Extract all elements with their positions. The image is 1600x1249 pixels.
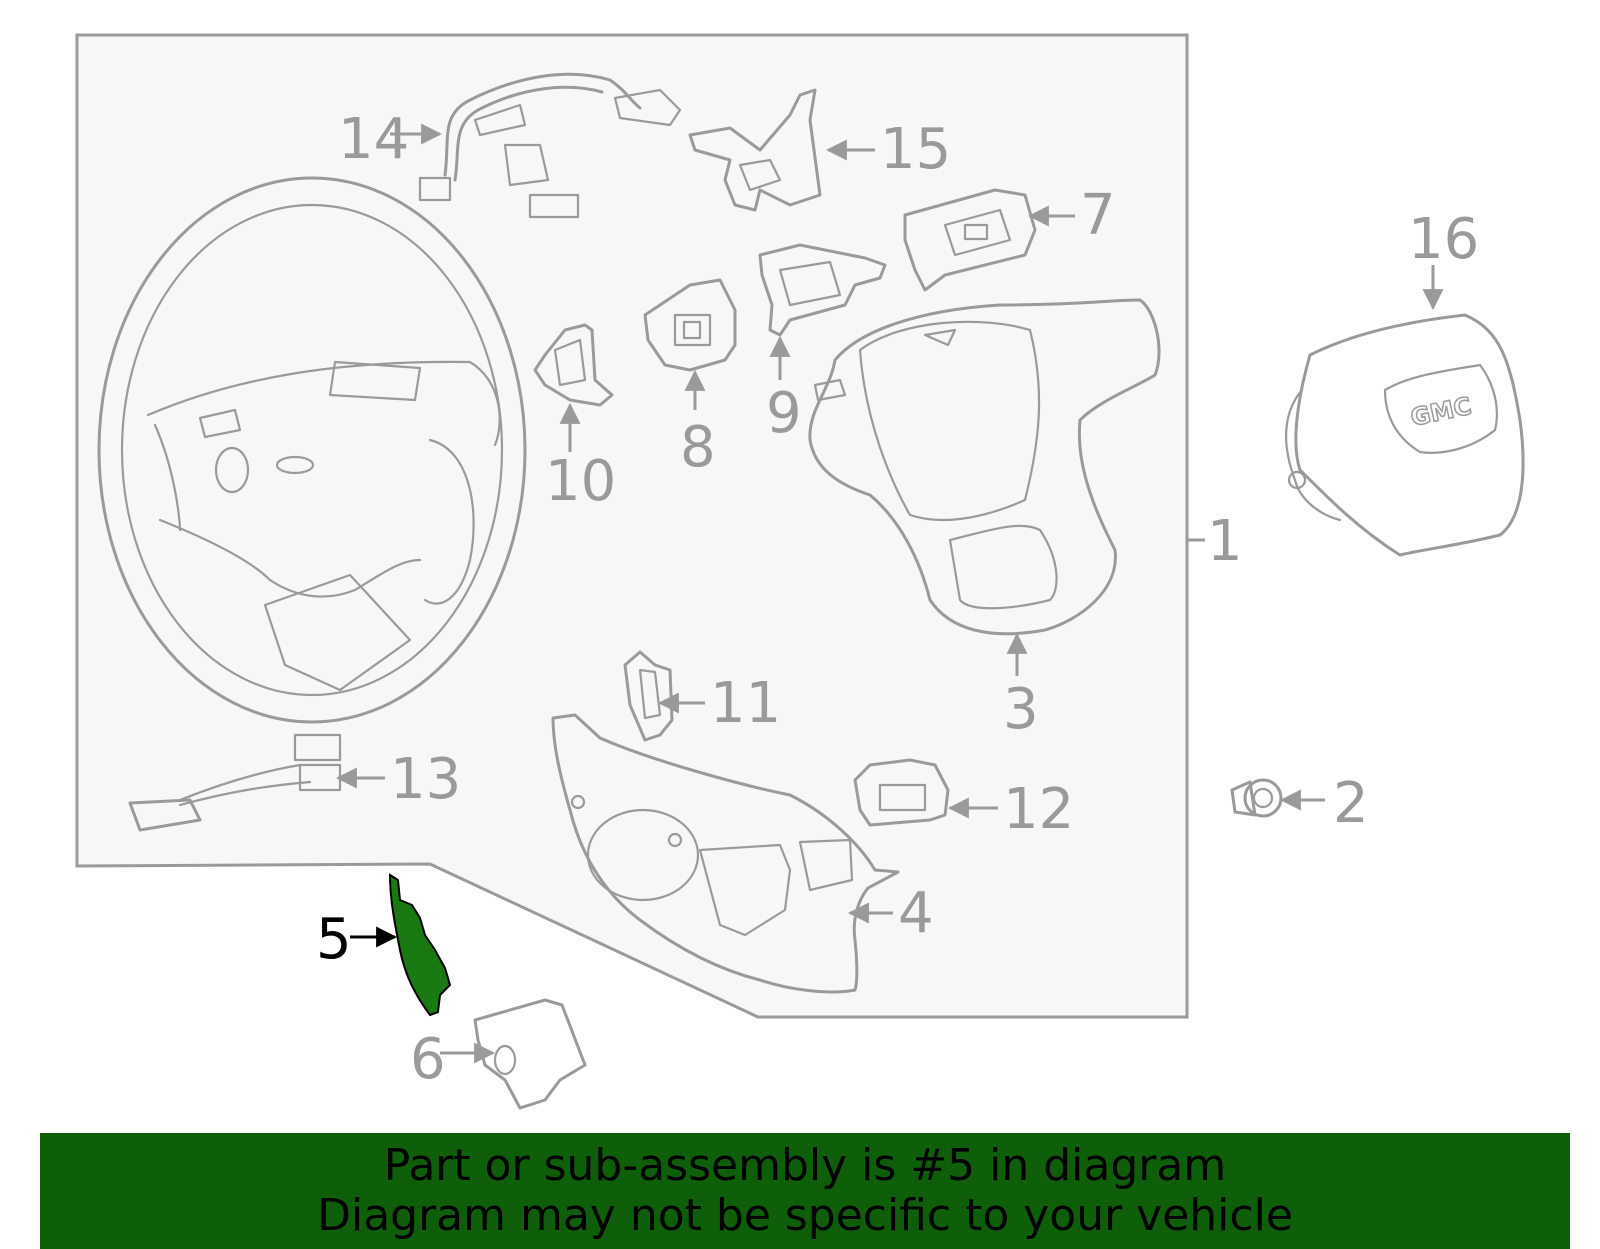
callout-10: 10 <box>545 449 616 514</box>
highlighted-part-5[interactable] <box>388 873 452 1017</box>
callout-13: 13 <box>390 747 461 812</box>
wheel-cover-part-3[interactable] <box>808 298 1161 636</box>
bracket-part-10[interactable] <box>533 323 614 407</box>
callout-3: 3 <box>1003 677 1039 742</box>
callout-7: 7 <box>1080 183 1116 248</box>
switch-part-7[interactable] <box>903 188 1037 292</box>
harness-part-13[interactable] <box>128 733 342 832</box>
bracket-part-9[interactable] <box>758 243 887 337</box>
callout-6: 6 <box>410 1027 446 1092</box>
gmc-logo: GMC <box>1408 392 1474 432</box>
switch-part-11[interactable] <box>623 650 674 742</box>
callout-14: 14 <box>338 107 409 172</box>
callout-1: 1 <box>1207 509 1243 574</box>
callout-12: 12 <box>1003 777 1074 842</box>
airbag-part-16[interactable]: GMC <box>1284 313 1525 557</box>
steering-wheel-part[interactable] <box>97 176 527 724</box>
info-banner: Part or sub-assembly is #5 in diagram Di… <box>40 1133 1570 1249</box>
lower-trim-part-4[interactable] <box>551 713 900 994</box>
wiring-harness-part[interactable] <box>418 72 682 219</box>
callout-11: 11 <box>710 671 781 736</box>
callout-15: 15 <box>880 117 951 182</box>
callout-5: 5 <box>316 907 352 972</box>
banner-line-1: Part or sub-assembly is #5 in diagram <box>383 1140 1227 1191</box>
callout-2: 2 <box>1333 771 1369 836</box>
bracket-part-15[interactable] <box>688 88 822 212</box>
callout-16: 16 <box>1408 207 1479 272</box>
banner-line-2: Diagram may not be specific to your vehi… <box>317 1190 1293 1241</box>
bolt-part-2[interactable] <box>1230 778 1283 818</box>
callout-9: 9 <box>766 381 802 446</box>
switch-part-8[interactable] <box>643 278 737 372</box>
switch-part-12[interactable] <box>853 758 950 827</box>
callout-8: 8 <box>680 415 716 480</box>
callout-4: 4 <box>898 881 934 946</box>
